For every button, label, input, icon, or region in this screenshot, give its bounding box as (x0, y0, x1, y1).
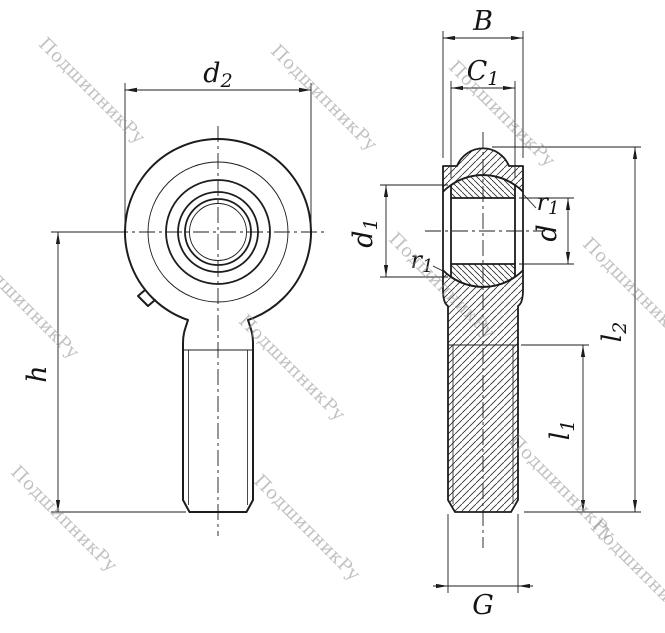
arrowhead (443, 35, 455, 41)
arrowhead (565, 198, 571, 210)
housing-and-stem-section (442, 269, 524, 513)
dim-label-l2: l2 (597, 322, 631, 343)
dim-label-C1: C1 (467, 56, 500, 90)
watermark: ПодшипникРу (266, 41, 381, 156)
ball-circle (165, 179, 271, 285)
dimension-d1: d1 (348, 184, 448, 278)
watermark: ПодшипникРу (249, 471, 364, 586)
section-view (425, 132, 545, 548)
dimension-r1-top: r1 (523, 188, 560, 219)
arrowhead (299, 87, 311, 93)
watermark: ПодшипникРу (444, 57, 559, 172)
leader-line (432, 265, 446, 273)
dim-label-B: B (472, 6, 493, 37)
dimension-h: h (22, 231, 186, 513)
watermark: ПодшипникРу (6, 462, 121, 577)
dim-label-d: d (532, 224, 563, 241)
arrowhead (518, 583, 530, 589)
head-and-shank-outline (124, 137, 312, 513)
bore-circle (184, 198, 252, 266)
arrowhead (580, 500, 586, 512)
dimension-d: d (519, 197, 574, 265)
leader-line (523, 194, 537, 209)
arrowhead (125, 87, 137, 93)
dimension-l1: l1 (521, 344, 589, 512)
watermark: ПодшипникРу (234, 311, 349, 426)
arrowhead (451, 85, 463, 91)
watermark: ПодшипникРу (586, 517, 665, 632)
dim-label-r1-top: r1 (537, 188, 560, 219)
bore-inner-edge-circle (189, 203, 247, 261)
dimension-d2: d2 (124, 58, 312, 226)
arrowhead (503, 85, 515, 91)
dim-label-d1: d1 (348, 218, 382, 247)
dimension-C1: C1 (450, 56, 516, 178)
dim-label-G: G (472, 590, 494, 621)
ball-upper-section (450, 174, 516, 199)
dimension-G: G (433, 514, 533, 621)
watermarks: ПодшипникРу ПодшипникРу ПодшипникРу Подш… (0, 34, 665, 632)
dim-label-l1: l1 (545, 420, 579, 441)
arrowhead (511, 35, 523, 41)
arrowhead (632, 147, 638, 159)
dimension-B: B (442, 6, 524, 158)
arrowhead (565, 252, 571, 264)
watermark: ПодшипникРу (0, 249, 83, 364)
arrowhead (55, 500, 61, 512)
arrowhead (383, 265, 389, 277)
dimension-l2: l2 (492, 146, 641, 513)
dim-label-r1-bottom: r1 (411, 246, 434, 277)
arrowhead (632, 500, 638, 512)
grease-fitting-tab (137, 289, 156, 307)
arrowhead (436, 583, 448, 589)
front-view (112, 126, 328, 536)
chamfer-circle (177, 191, 259, 273)
arrowhead (383, 185, 389, 197)
dimension-r1-bottom: r1 (411, 246, 446, 277)
arrowhead (580, 345, 586, 357)
dim-label-h: h (22, 365, 53, 382)
dim-label-d2: d2 (203, 58, 232, 92)
face-boss-circle (147, 161, 289, 303)
arrowhead (55, 232, 61, 244)
